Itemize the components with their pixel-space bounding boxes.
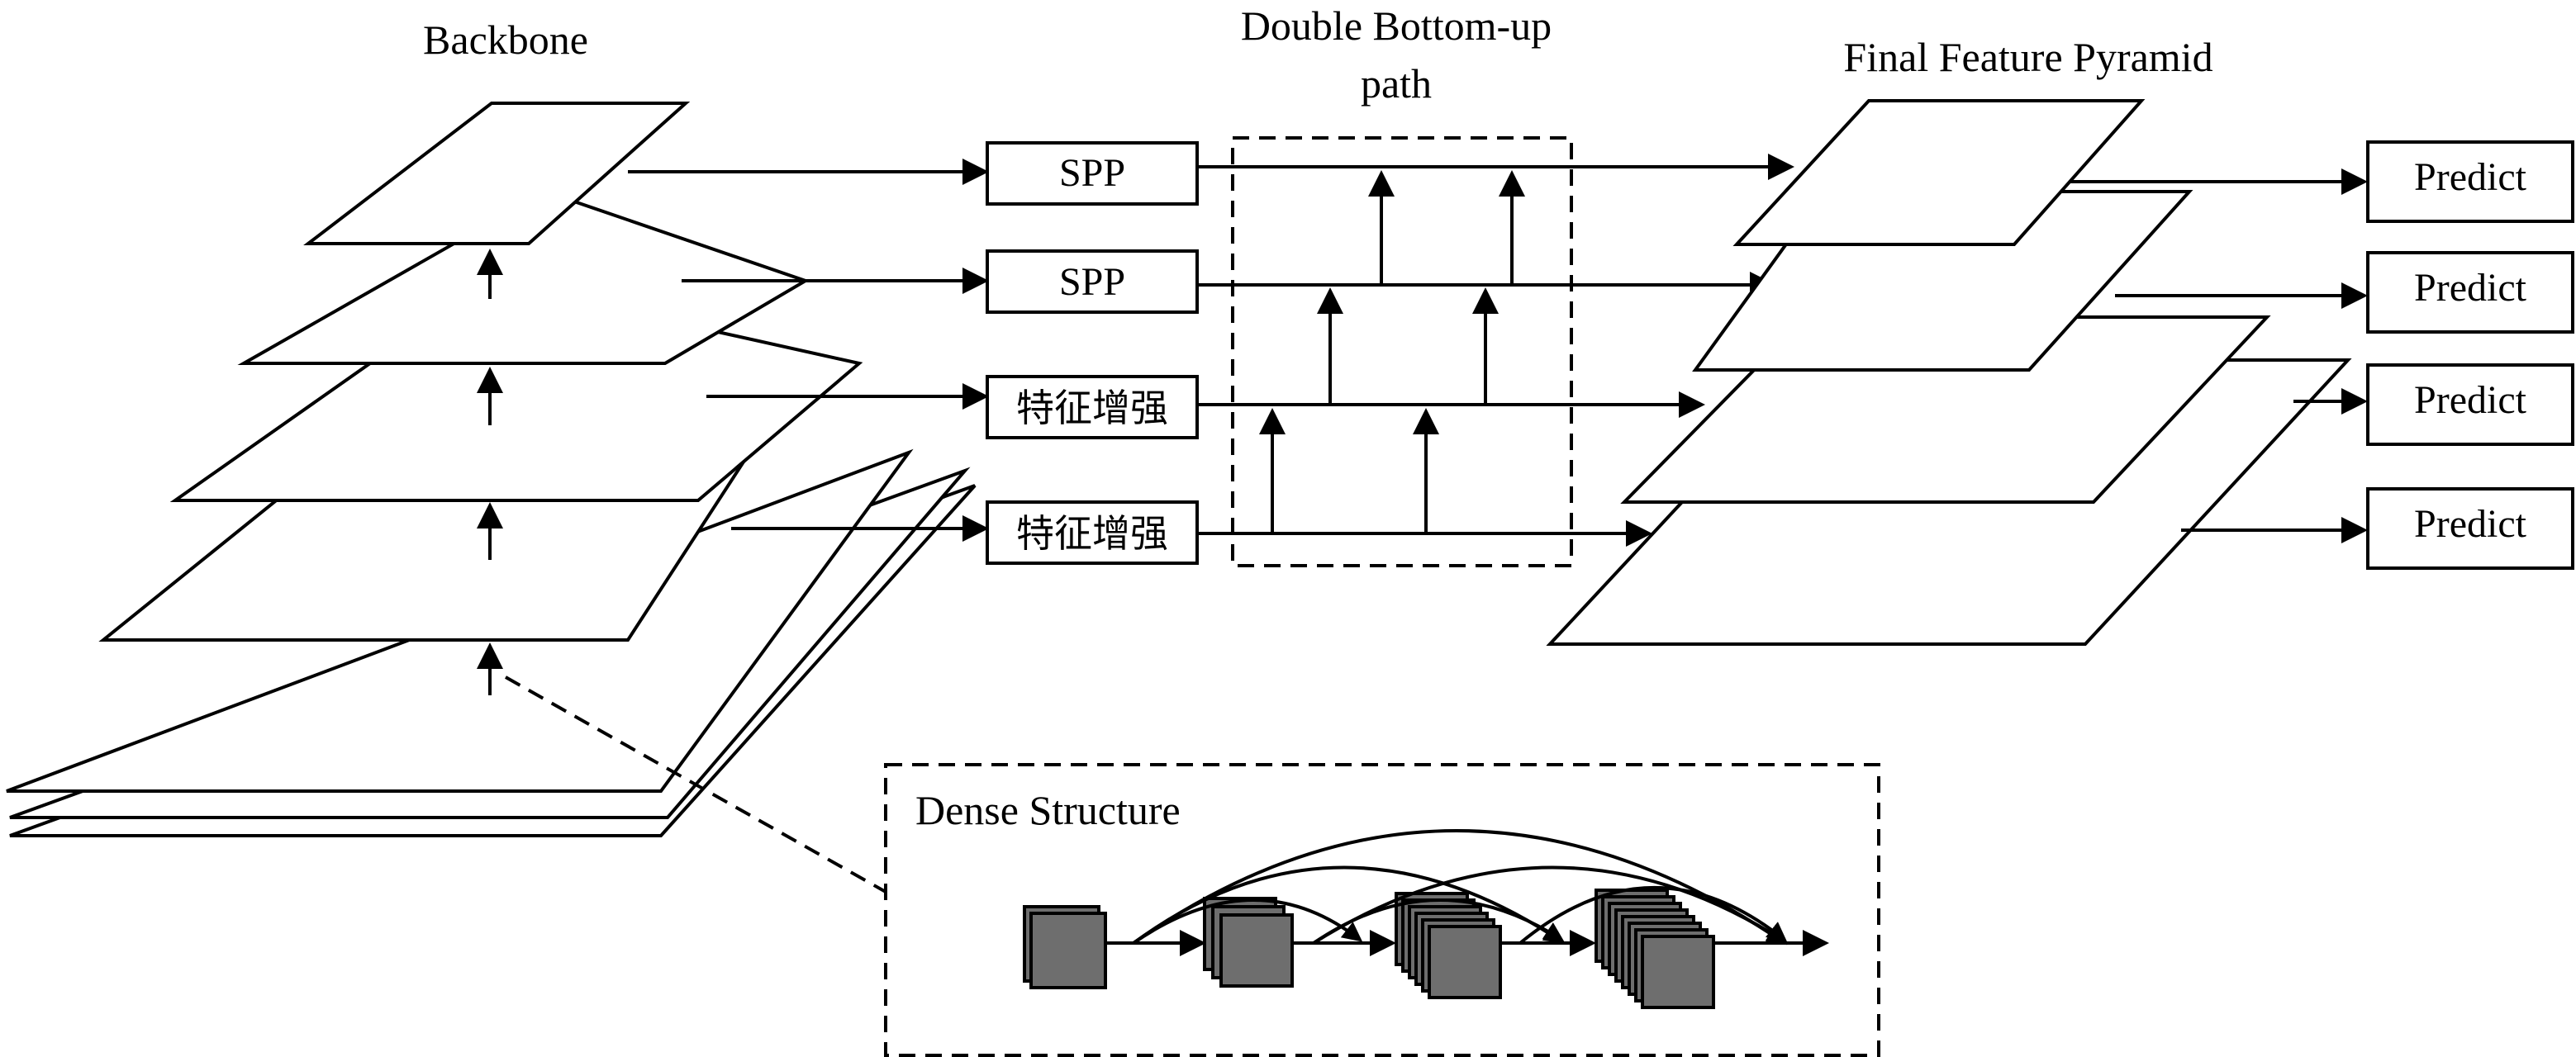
dense-skip-arc bbox=[1132, 829, 1788, 946]
dense-callout-line bbox=[505, 675, 886, 893]
backbone bbox=[6, 102, 977, 837]
dense-skip-arc bbox=[1519, 886, 1788, 945]
double-path-lines bbox=[1199, 154, 1794, 547]
predict-block-3 bbox=[2366, 363, 2574, 446]
enhance-block-2-label: 特征增强 bbox=[1016, 511, 1168, 556]
backbone-layer-1 bbox=[303, 102, 691, 245]
enhance-block-1-label: 特征增强 bbox=[1016, 386, 1168, 430]
spp-block-1 bbox=[986, 141, 1199, 206]
predict-blocks: Predict Predict Predict Predict bbox=[2366, 140, 2574, 570]
neck-blocks: SPP SPP 特征增强 特征增强 bbox=[986, 141, 1199, 565]
backbone-output-arrows bbox=[628, 159, 989, 542]
double-path-label-line1: Double Bottom-up bbox=[1241, 2, 1552, 49]
double-path-box bbox=[1231, 136, 1573, 567]
predict-block-2 bbox=[2366, 251, 2574, 334]
predict-block-4-label: Predict bbox=[2414, 502, 2527, 546]
dense-skip-arc bbox=[1312, 865, 1788, 945]
final-pyramid bbox=[1546, 99, 2352, 646]
dense-stack-1-cube bbox=[1219, 913, 1294, 988]
double-path-label-line2: path bbox=[1361, 60, 1432, 107]
dense-stack-2-cube bbox=[1428, 925, 1502, 999]
predict-block-3-label: Predict bbox=[2414, 378, 2527, 422]
spp-block-1-label: SPP bbox=[1059, 151, 1125, 195]
predict-arrows bbox=[2069, 168, 2368, 543]
predict-block-2-label: Predict bbox=[2414, 266, 2527, 310]
spp-block-2-label: SPP bbox=[1059, 260, 1125, 304]
dense-input-cube-front bbox=[1029, 912, 1107, 989]
predict-block-1 bbox=[2366, 140, 2574, 223]
predict-block-4 bbox=[2366, 487, 2574, 570]
enhance-block-1 bbox=[986, 375, 1199, 439]
final-pyramid-label: Final Feature Pyramid bbox=[1843, 34, 2212, 80]
pyramid-layer-1 bbox=[1732, 99, 2146, 246]
predict-block-1-label: Predict bbox=[2414, 155, 2527, 199]
backbone-label: Backbone bbox=[423, 17, 588, 63]
dense-structure-label: Dense Structure bbox=[915, 787, 1181, 833]
spp-block-2 bbox=[986, 249, 1199, 314]
dense-connections bbox=[1105, 829, 1829, 956]
enhance-block-2 bbox=[986, 500, 1199, 565]
dense-structure-box bbox=[884, 763, 1880, 1057]
dense-stack-3-cube bbox=[1641, 935, 1715, 1009]
dense-cubes bbox=[1023, 889, 1715, 1009]
